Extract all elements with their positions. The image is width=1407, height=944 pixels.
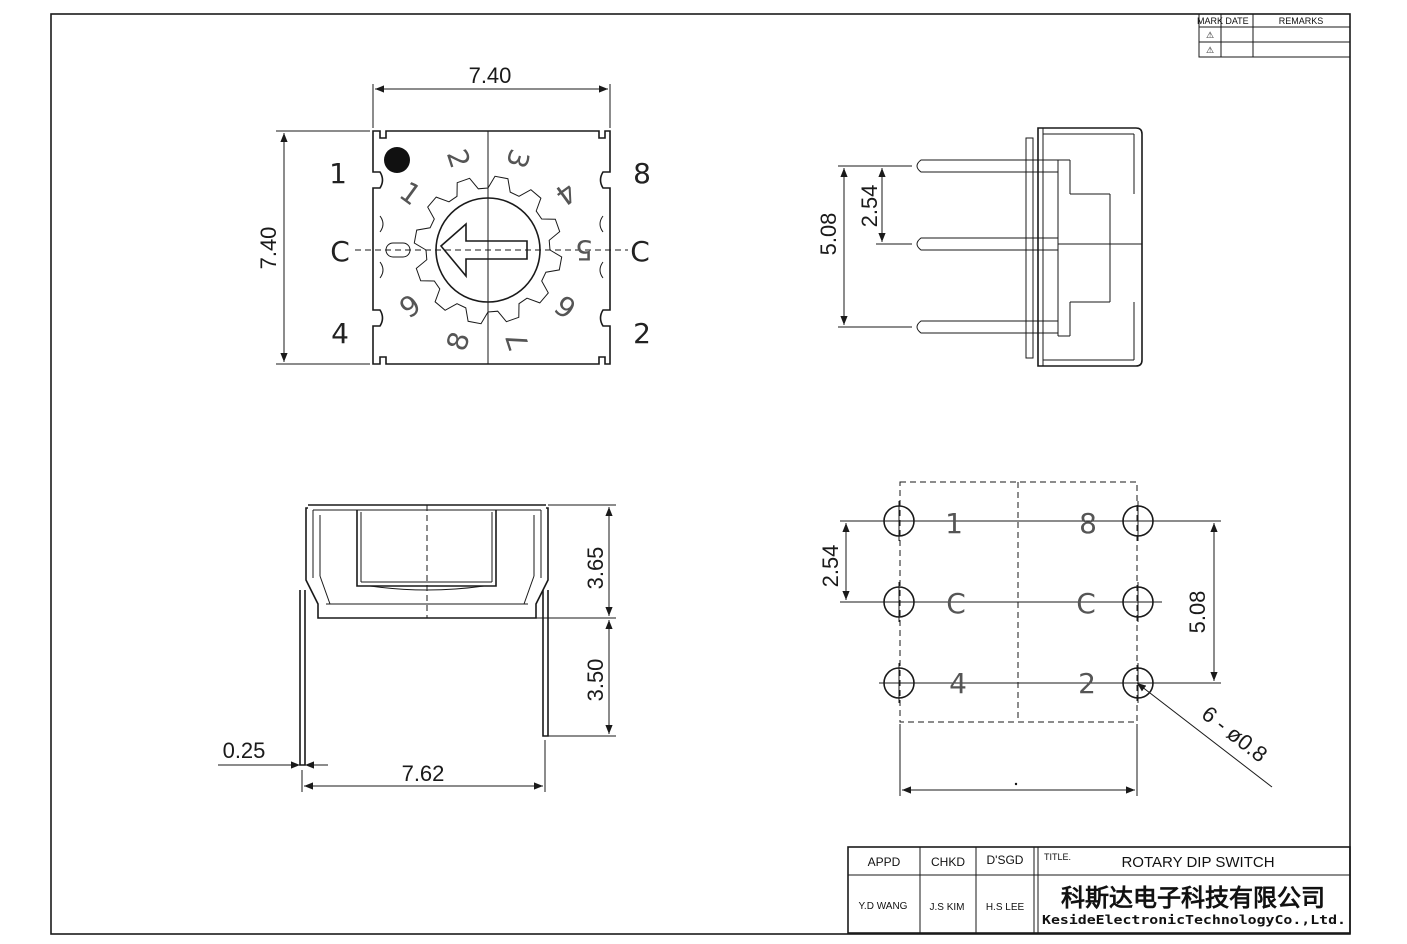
hole-8: [1118, 501, 1158, 541]
hole-c-right: [1118, 582, 1158, 622]
fp-hole-callout: 6 - ø0.8: [1197, 701, 1272, 767]
drawing-border: [50, 13, 1351, 935]
top-label-c-left: C: [330, 235, 350, 268]
front-lead-thickness-dim: 0.25: [223, 738, 266, 763]
dsgd-label: D'SGD: [987, 853, 1024, 867]
appd-label: APPD: [868, 855, 901, 869]
company-name-en: KesideElectronicTechnologyCo.,Ltd.: [1042, 912, 1346, 927]
top-width-dim: 7.40: [469, 63, 512, 88]
top-label-1: 1: [329, 157, 347, 190]
appd-name: Y.D WANG: [859, 901, 908, 912]
chkd-name: J.S KIM: [929, 902, 964, 913]
dial-number-4: 4: [549, 175, 583, 212]
fp-span-dim: 5.08: [1185, 591, 1210, 634]
front-view: 3.65 3.50 7.62 0.25: [218, 504, 616, 792]
dial-number-7: 7: [499, 328, 536, 355]
side-pin-bot: [916, 320, 1058, 334]
dsgd-name: H.S LEE: [986, 902, 1025, 913]
dial-number-9: 9: [393, 288, 427, 325]
rotor-arrow-icon: [439, 222, 528, 279]
fp-label-c-right: C: [1076, 587, 1096, 620]
rev-row1-mark: ⚠: [1206, 30, 1214, 40]
drawing-title: ROTARY DIP SWITCH: [1121, 854, 1274, 871]
front-lead-right: [542, 590, 549, 737]
fp-pitch-dim: 2.54: [818, 545, 843, 588]
rev-header-date: DATE: [1225, 16, 1248, 26]
side-pitch-dim: 2.54: [857, 185, 882, 228]
front-lead-span-dim: 7.62: [402, 761, 445, 786]
fp-label-2: 2: [1078, 667, 1096, 700]
chkd-label: CHKD: [931, 855, 965, 869]
company-name-cn: 科斯达电子科技有限公司: [1061, 883, 1325, 912]
front-body-height-dim: 3.65: [583, 547, 608, 590]
top-label-8: 8: [633, 157, 651, 190]
dial-number-5: 5: [575, 234, 593, 267]
rotor-gear: [413, 175, 563, 325]
fp-label-1: 1: [945, 507, 963, 540]
rev-row2-mark: ⚠: [1206, 45, 1214, 55]
title-block: APPD CHKD D'SGD TITLE. ROTARY DIP SWITCH…: [847, 846, 1351, 934]
top-label-2: 2: [633, 317, 651, 350]
rev-header-remarks: REMARKS: [1279, 16, 1324, 26]
dial-number-2: 2: [440, 145, 477, 172]
top-label-c-right: C: [630, 235, 650, 268]
hole-2: [1118, 663, 1158, 703]
side-pin-top: [916, 159, 1058, 173]
hole-c-left: [879, 582, 919, 622]
hole-4: [879, 663, 919, 703]
front-lead-length-dim: 3.50: [583, 659, 608, 702]
top-height-dim: 7.40: [256, 227, 281, 270]
dial-number-6: 6: [549, 288, 583, 325]
side-pin-mid: [916, 237, 1058, 251]
dial-number-3: 3: [499, 145, 536, 172]
footprint-view: 1 C 4 8 C 2 2.54 5.08 6 - ø0.8: [818, 481, 1273, 796]
rev-header-mark: MARK: [1197, 16, 1223, 26]
side-span-dim: 5.08: [816, 213, 841, 256]
title-label: TITLE.: [1044, 852, 1071, 862]
dial-number-1: 1: [393, 175, 427, 212]
revision-table: MARK DATE REMARKS ⚠ ⚠: [1197, 13, 1351, 58]
fp-label-8: 8: [1079, 507, 1097, 540]
fp-label-c-left: C: [946, 587, 966, 620]
front-lead-left: [299, 590, 306, 766]
top-label-4: 4: [331, 317, 349, 350]
side-view: 2.54 5.08: [816, 127, 1143, 367]
pin1-marker-dot: [384, 147, 410, 173]
dial-number-8: 8: [440, 328, 477, 355]
fp-label-4: 4: [949, 667, 967, 700]
hole-1: [879, 501, 919, 541]
top-view: 0123456789 1 C 4 8 C 2 7.40 7.40: [256, 63, 651, 365]
